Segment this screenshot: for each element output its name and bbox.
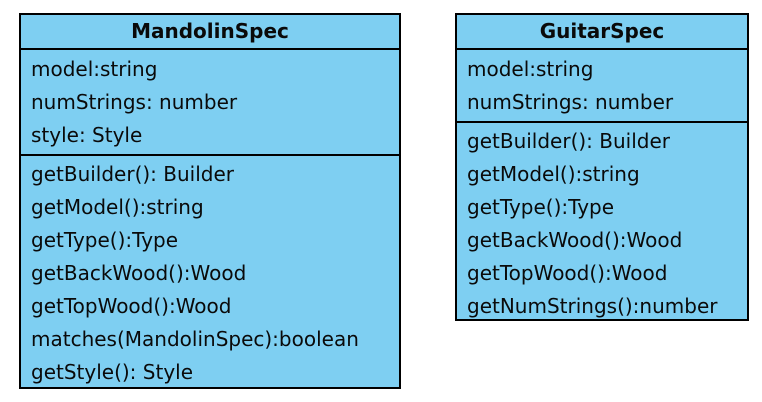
method: getTopWood():Wood: [31, 294, 232, 318]
method: getNumStrings():number: [467, 294, 718, 318]
method: getModel():string: [31, 195, 204, 219]
uml-class-mandolinspec: MandolinSpec model:string numStrings: nu…: [19, 13, 401, 389]
method: getBackWood():Wood: [31, 261, 247, 285]
method: getTopWood():Wood: [467, 261, 668, 285]
method: getBuilder(): Builder: [31, 162, 235, 186]
method: getBackWood():Wood: [467, 228, 683, 252]
uml-class-guitarspec: GuitarSpec model:string numStrings: numb…: [455, 13, 749, 321]
method: matches(MandolinSpec):boolean: [31, 327, 359, 351]
methods-compartment: getBuilder(): Builder getModel():string …: [457, 123, 747, 319]
attribute: numStrings: number: [467, 90, 674, 114]
method: getType():Type: [467, 195, 615, 219]
method: getModel():string: [467, 162, 640, 186]
attribute: model:string: [31, 57, 158, 81]
method: getStyle(): Style: [31, 360, 194, 384]
methods-compartment: getBuilder(): Builder getModel():string …: [21, 156, 399, 387]
class-title: GuitarSpec: [457, 15, 747, 50]
attribute: numStrings: number: [31, 90, 238, 114]
class-title: MandolinSpec: [21, 15, 399, 50]
attributes-compartment: model:string numStrings: number style: S…: [21, 50, 399, 156]
attribute: style: Style: [31, 123, 143, 147]
method: getType():Type: [31, 228, 179, 252]
attribute: model:string: [467, 57, 594, 81]
attributes-compartment: model:string numStrings: number: [457, 50, 747, 123]
method: getBuilder(): Builder: [467, 129, 671, 153]
